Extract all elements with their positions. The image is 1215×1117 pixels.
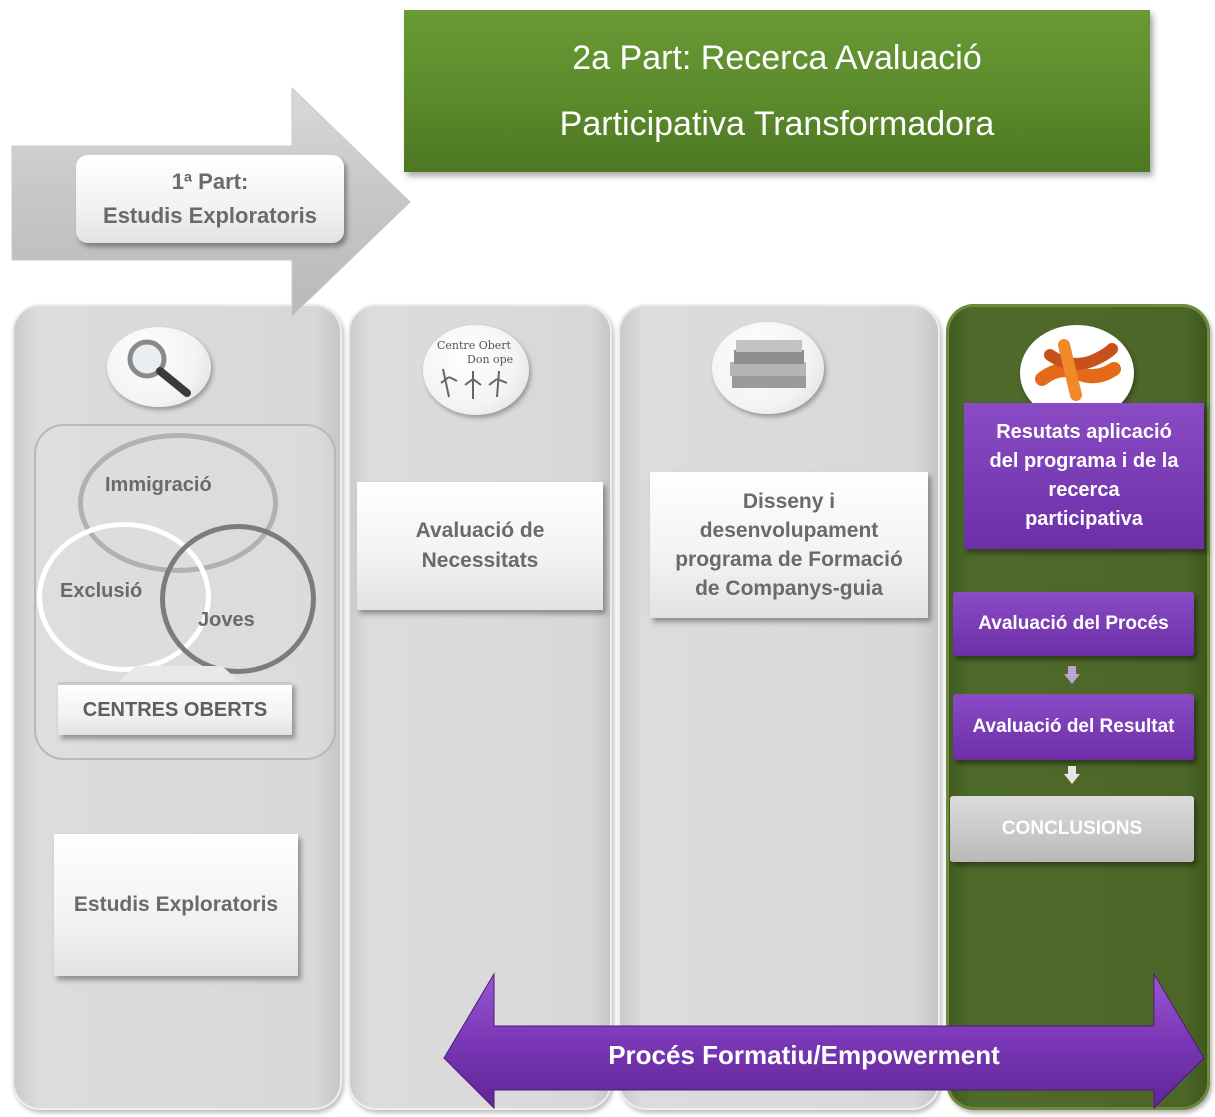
estudis-exploratoris-card: Estudis Exploratoris	[54, 834, 298, 976]
books-icon	[712, 322, 824, 414]
avaluacio-necessitats-line2: Necessitats	[421, 549, 539, 572]
part2-title-box: 2a Part: Recerca Avaluació Participativa…	[404, 10, 1150, 172]
part2-title-line1: 2a Part: Recerca Avaluació	[572, 39, 982, 77]
column-needs	[348, 304, 612, 1110]
disseny-line4: de Companys-guia	[695, 577, 883, 600]
disseny-line1: Disseny i	[742, 490, 836, 513]
avaluacio-proces-box: Avaluació del Procés	[953, 592, 1194, 656]
empowerment-label: Procés Formatiu/Empowerment	[608, 1040, 1000, 1070]
part1-box: 1ª Part: Estudis Exploratoris	[76, 155, 344, 243]
down-arrow-icon	[1064, 766, 1080, 784]
centres-oberts-label: CENTRES OBERTS	[82, 699, 268, 721]
magnifier-icon	[107, 327, 211, 407]
venn-circle-joves	[160, 524, 316, 674]
disseny-line3: programa de Formació	[675, 548, 903, 571]
part1-line2: Estudis Exploratoris	[103, 203, 317, 228]
venn-label-joves: Joves	[198, 609, 255, 631]
disseny-programa-card: Disseny i desenvolupament programa de Fo…	[650, 472, 928, 618]
centres-oberts-box: CENTRES OBERTS	[58, 682, 292, 735]
estudis-exploratoris-label: Estudis Exploratoris	[73, 893, 279, 916]
resultats-line4: participativa	[1025, 508, 1143, 530]
resultats-line3: recerca	[1048, 479, 1120, 501]
resultats-box: Resutats aplicació del programa i de la …	[964, 403, 1204, 549]
venn-label-exclusio: Exclusió	[60, 580, 143, 602]
disseny-line2: desenvolupament	[699, 519, 879, 542]
venn-label-immigracio: Immigració	[105, 474, 212, 496]
resultats-line1: Resutats aplicació	[996, 421, 1172, 443]
resultats-line2: del programa i de la	[989, 450, 1179, 472]
empowerment-arrow	[443, 972, 1205, 1110]
avaluacio-necessitats-line1: Avaluació de	[415, 519, 545, 542]
avaluacio-necessitats-card: Avaluació de Necessitats	[357, 482, 603, 610]
avaluacio-resultat-box: Avaluació del Resultat	[953, 694, 1194, 760]
drawing-icon: Centre Obert Don ope	[423, 325, 529, 415]
conclusions-label: CONCLUSIONS	[1001, 818, 1143, 839]
column-design	[618, 304, 940, 1110]
conclusions-box: CONCLUSIONS	[950, 796, 1194, 862]
drawing-icon-text1: Centre Obert	[437, 339, 512, 352]
drawing-icon-text2: Don ope	[467, 353, 513, 366]
part1-line1: 1ª Part:	[171, 169, 249, 194]
down-arrow-icon	[1064, 666, 1080, 684]
avaluacio-proces-label: Avaluació del Procés	[978, 613, 1169, 634]
part2-title-line2: Participativa Transformadora	[559, 105, 995, 143]
venn-connector	[116, 666, 242, 684]
avaluacio-resultat-label: Avaluació del Resultat	[972, 716, 1175, 737]
